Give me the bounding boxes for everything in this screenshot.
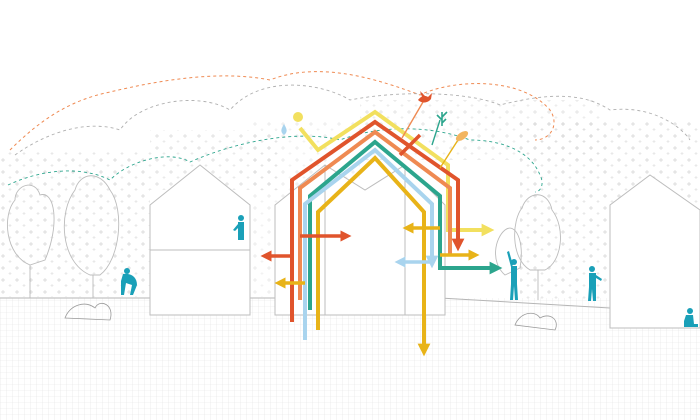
lightblue-flow [303, 147, 439, 340]
short-arrows [260, 133, 480, 289]
yellow-flow [298, 109, 495, 237]
person-sitting [684, 308, 698, 327]
right-house [609, 174, 700, 329]
connector-lines [401, 101, 459, 169]
water-drop-icon [281, 124, 287, 135]
red-flow [290, 119, 465, 322]
crouching-person [121, 268, 137, 295]
ground-hatch [0, 298, 700, 420]
plant-icon [436, 111, 448, 126]
teal-dashed-cloud [7, 128, 543, 193]
person-reaching [507, 251, 518, 300]
shrubs [64, 303, 557, 331]
orange-flow [298, 129, 452, 300]
people [121, 215, 698, 327]
seed-icon [455, 131, 469, 141]
person-in-window [233, 215, 244, 240]
person-standing [588, 266, 602, 301]
teal-flow [308, 139, 503, 310]
left-house [149, 164, 251, 316]
background-trees [7, 175, 561, 300]
grey-dashed-cloud [14, 84, 691, 156]
bird-icon [418, 91, 432, 103]
flow-arrows [290, 109, 503, 357]
gold-flow [316, 155, 431, 357]
sun-icon [293, 112, 303, 122]
orange-dashed-cloud [9, 71, 555, 151]
